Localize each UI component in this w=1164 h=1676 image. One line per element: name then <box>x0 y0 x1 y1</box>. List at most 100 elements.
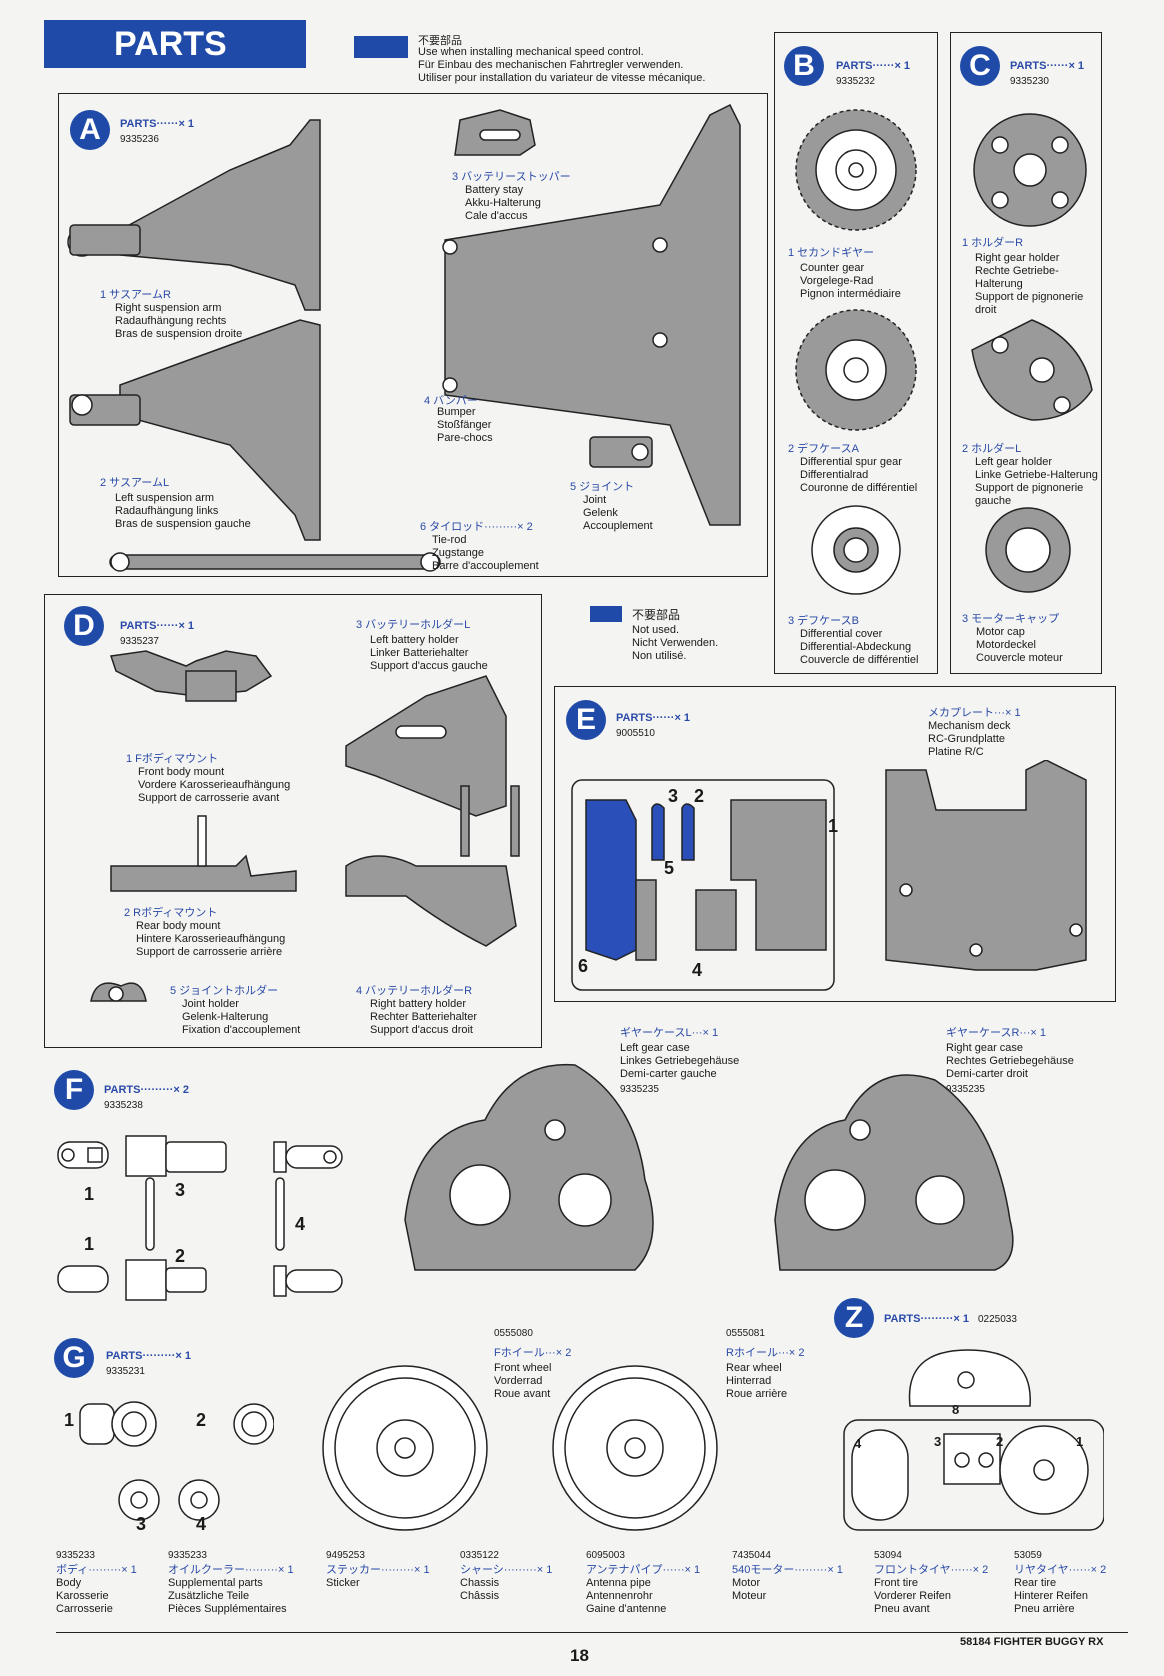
d-part3-jp: 3 バッテリーホルダーL <box>356 619 471 631</box>
notused-swatch <box>590 606 622 622</box>
bottom-item-body: 9335233 ボディ·········× 1 Body Karosserie … <box>56 1550 137 1616</box>
bottom-text: Chassis Châssis <box>460 1577 500 1602</box>
section-b-parts: PARTS······× 1 <box>836 60 911 72</box>
section-b-drawings <box>795 109 917 595</box>
section-c-letter: C <box>960 46 1000 86</box>
header-blue-swatch <box>354 36 408 58</box>
section-c-drawings <box>971 113 1093 593</box>
c-part1-text: Right gear holder Rechte Getriebe- Halte… <box>975 252 1084 316</box>
g-num-1: 1 <box>64 1410 75 1430</box>
z-num-1: 1 <box>1076 1434 1084 1449</box>
notused-text: Not used. Nicht Verwenden. Non utilisé. <box>632 624 719 662</box>
f-num-1a: 1 <box>84 1184 95 1204</box>
bottom-item-front-tire: 53094 フロントタイヤ······× 2 Front tire Vorder… <box>874 1550 988 1616</box>
bottom-jp: オイルクーラー·········× 1 <box>168 1564 294 1576</box>
section-a-parts: PARTS······× 1 <box>120 118 195 130</box>
header-note: Use when installing mechanical speed con… <box>418 46 706 84</box>
section-b-letter: B <box>784 46 824 86</box>
a-part6-text: Tie-rod Zugstange Barre d'accouplement <box>432 534 539 572</box>
bottom-text: Supplemental parts Zusätzliche Teile Piè… <box>168 1577 287 1615</box>
d-part2-jp: 2 Rボディマウント <box>124 907 218 919</box>
bottom-jp: フロントタイヤ······× 2 <box>874 1564 989 1576</box>
a-part4-text: Bumper Stoßfänger Pare-chocs <box>437 406 493 444</box>
wheel-rear-code: 0555081 <box>726 1328 765 1339</box>
section-b-code: 9335232 <box>836 76 875 87</box>
bottom-text: Body Karosserie Carrosserie <box>56 1577 113 1615</box>
bottom-item-rear-tire: 53059 リヤタイヤ······× 2 Rear tire Hinterer … <box>1014 1550 1106 1616</box>
section-z-drawings <box>843 1349 1104 1531</box>
f-num-2: 2 <box>175 1246 186 1266</box>
bottom-text: Antenna pipe Antennenrohr Gaine d'antenn… <box>586 1577 667 1615</box>
bottom-text: Rear tire Hinterer Reifen Pneu arrière <box>1014 1577 1088 1615</box>
d-part1-jp: 1 Fボディマウント <box>126 753 219 765</box>
gearcase-l-text: Left gear case Linkes Getriebegehäuse De… <box>620 1042 740 1080</box>
z-num-4: 4 <box>854 1436 862 1451</box>
section-a-code: 9335236 <box>120 134 159 145</box>
z-num-2: 2 <box>996 1434 1004 1449</box>
e-num-3: 3 <box>668 786 679 806</box>
section-f-letter: F <box>54 1070 94 1110</box>
a-part1-jp: 1 サスアームR <box>100 289 171 301</box>
c-part1-jp: 1 ホルダーR <box>962 237 1024 249</box>
bottom-code: 9495253 <box>326 1550 365 1561</box>
b-part1-jp: 1 セカンドギヤー <box>788 247 875 259</box>
section-e-box <box>554 686 1116 1002</box>
section-b-box <box>774 32 938 674</box>
bottom-code: 0335122 <box>460 1550 499 1561</box>
wheel-front-code: 0555080 <box>494 1328 533 1339</box>
section-d-box <box>44 594 542 1048</box>
b-part3-text: Differential cover Differential-Abdeckun… <box>800 628 919 666</box>
a-part3-jp: 3 バッテリーストッパー <box>452 171 571 183</box>
a-part4-jp: 4 バンパー <box>424 395 478 407</box>
c-part2-text: Left gear holder Linke Getriebe-Halterun… <box>975 456 1098 507</box>
section-c-code: 9335230 <box>1010 76 1049 87</box>
a-part6-jp: 6 タイロッド·········× 2 <box>420 521 533 533</box>
section-a-letter: A <box>70 110 110 150</box>
d-part5-text: Joint holder Gelenk-Halterung Fixation d… <box>182 998 301 1036</box>
e-deck-jp: メカプレート···× 1 <box>928 707 1021 719</box>
footer-model: 58184 FIGHTER BUGGY RX <box>960 1636 1104 1648</box>
gearcase-drawings <box>404 1063 1014 1271</box>
e-num-1: 1 <box>828 816 839 836</box>
section-e-letter: E <box>566 700 606 740</box>
wheel-front-text: Front wheel Vorderrad Roue avant <box>494 1362 552 1400</box>
bottom-jp: ボディ·········× 1 <box>56 1564 137 1576</box>
page-number: 18 <box>570 1646 589 1665</box>
bottom-code: 9335233 <box>56 1550 95 1561</box>
f-num-1b: 1 <box>84 1234 95 1254</box>
z-num-3: 3 <box>934 1434 942 1449</box>
b-part1-text: Counter gear Vorgelege-Rad Pignon interm… <box>800 262 901 300</box>
header-not-used-jp: 不要部品 <box>418 35 462 47</box>
section-f-drawings <box>57 1135 343 1301</box>
a-part1-text: Right suspension arm Radaufhängung recht… <box>115 302 243 340</box>
g-num-2: 2 <box>196 1410 207 1430</box>
gearcase-l-code: 9335235 <box>620 1084 659 1095</box>
section-z-parts: PARTS·········× 1 <box>884 1313 970 1325</box>
a-part2-text: Left suspension arm Radaufhängung links … <box>115 492 251 530</box>
bottom-item-antenna: 6095003 アンテナパイプ······× 1 Antenna pipe An… <box>586 1550 700 1616</box>
d-part4-text: Right battery holder Rechter Batteriehal… <box>370 998 477 1036</box>
b-part2-jp: 2 デフケースA <box>788 443 859 455</box>
section-e-drawings <box>571 760 1087 991</box>
section-a-box <box>58 93 768 577</box>
section-a-drawings <box>67 103 741 572</box>
section-c-parts: PARTS······× 1 <box>1010 60 1085 72</box>
bottom-jp: ステッカー·········× 1 <box>326 1564 430 1576</box>
section-d-drawings <box>90 650 520 1002</box>
g-num-4: 4 <box>196 1514 207 1534</box>
bottom-code: 9335233 <box>168 1550 207 1561</box>
section-f-parts: PARTS·········× 2 <box>104 1084 190 1096</box>
e-num-6: 6 <box>578 956 589 976</box>
c-part3-text: Motor cap Motordeckel Couvercle moteur <box>976 626 1063 664</box>
bottom-item-supplemental: 9335233 オイルクーラー·········× 1 Supplemental… <box>168 1550 294 1616</box>
z-num-8: 8 <box>952 1402 960 1417</box>
section-g-letter: G <box>54 1338 94 1378</box>
wheel-drawings <box>322 1365 718 1531</box>
parts-title-banner: PARTS <box>44 20 306 68</box>
bottom-jp: リヤタイヤ······× 2 <box>1014 1564 1107 1576</box>
section-z-letter: Z <box>834 1298 874 1338</box>
a-part5-jp: 5 ジョイント <box>570 481 635 493</box>
notused-jp: 不要部品 <box>632 608 681 622</box>
bottom-item-motor: 7435044 540モーター·········× 1 Motor Moteur <box>732 1550 843 1603</box>
footer-rule <box>56 1632 1128 1633</box>
